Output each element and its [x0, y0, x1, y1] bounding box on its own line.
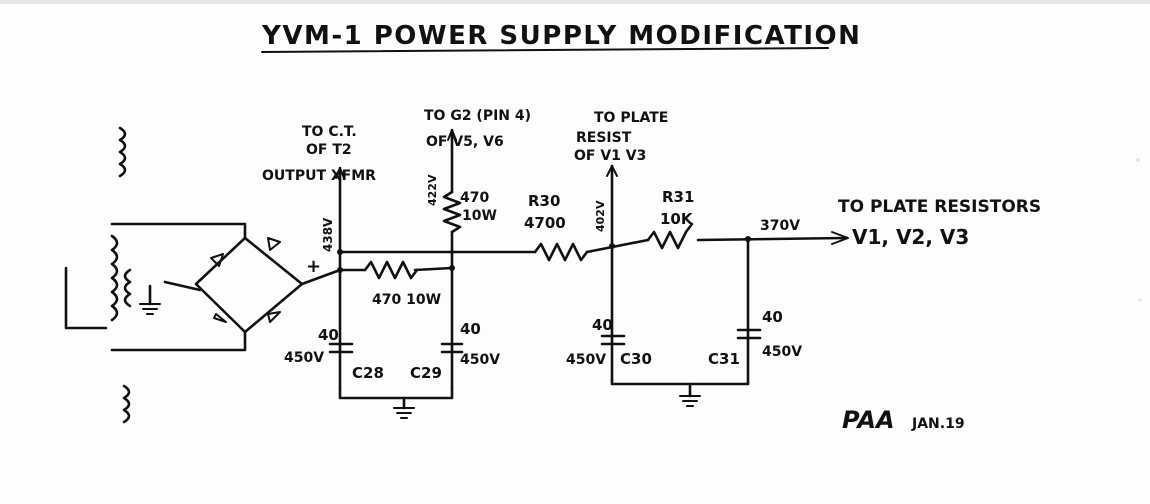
label-of-t2: OF T2 — [306, 142, 352, 158]
wire-ground-left — [338, 386, 454, 400]
resistor-r31 — [646, 222, 694, 250]
label-r31-name: R31 — [662, 188, 694, 206]
label-date: JAN.19 — [911, 416, 965, 432]
coil-primary — [123, 268, 132, 308]
label-c28-voltage: 450V — [284, 350, 324, 366]
coil-bottom — [122, 384, 131, 424]
label-c29-value: 40 — [460, 320, 481, 338]
label-c29-name: C29 — [410, 364, 442, 382]
ct-wire — [163, 280, 202, 292]
label-c30-name: C30 — [620, 350, 652, 368]
label-r30-name: R30 — [528, 192, 560, 210]
label-r470-top-value: 470 — [460, 190, 489, 206]
wire-bus-2 — [585, 238, 650, 254]
label-to-plate-3: OF V1 V3 — [574, 148, 646, 164]
plus-terminal-label: + — [306, 256, 321, 277]
label-v-list: V1, V2, V3 — [852, 225, 969, 249]
capacitor-c28 — [328, 342, 354, 354]
label-r30-value: 4700 — [524, 214, 566, 232]
label-r31-value: 10K — [660, 210, 694, 228]
ground-icon-left — [393, 407, 415, 419]
arrow-up-plate — [606, 165, 618, 177]
wire-ground-right — [610, 378, 750, 386]
ground-icon-right — [679, 395, 701, 407]
coil-primary-frame — [64, 266, 108, 330]
scan-speck — [1136, 158, 1140, 162]
label-c31-value: 40 — [762, 308, 783, 326]
label-438v: 438V — [321, 217, 335, 252]
label-to-plate-1: TO PLATE — [594, 110, 668, 126]
label-r470-top-watt: 10W — [462, 208, 497, 224]
label-of-v5v6: OF V5, V6 — [426, 134, 504, 150]
label-c29-voltage: 450V — [460, 352, 500, 368]
label-to-ct: TO C.T. — [302, 124, 357, 140]
label-c28-value: 40 — [318, 326, 339, 344]
label-422v: 422V — [426, 174, 439, 206]
label-c28-name: C28 — [352, 364, 384, 382]
ct-ground-icon — [139, 303, 161, 315]
label-c31-voltage: 450V — [762, 344, 802, 360]
label-to-plate-2: RESIST — [576, 130, 632, 146]
label-to-plate-resistors: TO PLATE RESISTORS — [838, 197, 1041, 217]
bridge-rectifier — [194, 236, 304, 334]
label-402v: 402V — [594, 200, 607, 232]
label-370v: 370V — [760, 218, 800, 234]
label-c31-name: C31 — [708, 350, 740, 368]
arrow-up-g2 — [447, 129, 457, 141]
label-to-g2: TO G2 (PIN 4) — [424, 108, 531, 124]
arrow-right-out — [831, 231, 849, 245]
capacitor-c29 — [440, 342, 464, 354]
wire-bridge-out — [300, 268, 342, 286]
resistor-470-top — [442, 190, 462, 234]
diagram-title: YVM-1 POWER SUPPLY MODIFICATION — [261, 21, 861, 51]
wire-lower-2 — [413, 266, 454, 272]
wire-winding-top — [110, 222, 247, 240]
scan-edge — [0, 0, 1150, 4]
resistor-470-bottom — [363, 260, 419, 280]
label-c30-voltage: 450V — [566, 352, 606, 368]
arrow-up-ct — [335, 167, 345, 179]
label-c30-value: 40 — [592, 316, 613, 334]
label-output-xfmr: OUTPUT XFMR — [262, 168, 376, 184]
wire-winding-bottom — [110, 330, 247, 352]
label-r470-bottom: 470 10W — [372, 292, 441, 308]
capacitor-c31 — [736, 328, 762, 340]
capacitor-c30 — [600, 334, 626, 346]
diode-icons — [210, 237, 281, 323]
coil-top — [118, 126, 127, 178]
wire-bus-3 — [696, 236, 847, 242]
title-underline — [261, 47, 829, 53]
scan-speck — [1138, 298, 1142, 302]
secondary-winding — [110, 234, 119, 322]
signature: PAA — [842, 406, 895, 434]
resistor-r30 — [533, 242, 589, 262]
